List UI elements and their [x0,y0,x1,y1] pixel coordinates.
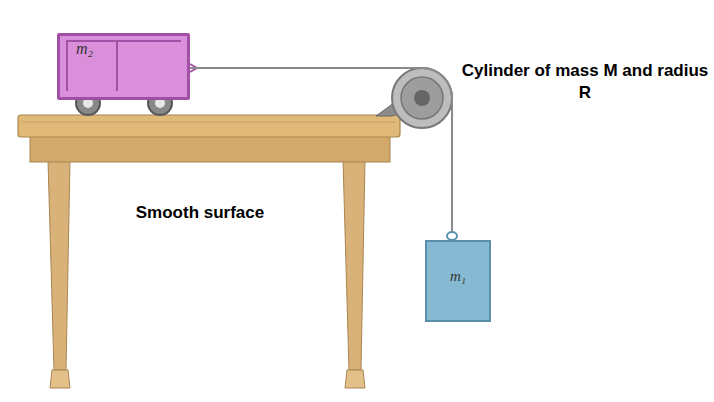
block-hook [447,232,457,240]
cart-divider [116,40,118,91]
mass-label: m₁ [427,268,489,285]
surface-label: Smooth surface [100,202,300,224]
cart-body: m₂ [57,33,190,100]
table-legs [48,160,365,388]
cylinder-label: Cylinder of mass M and radius R [458,60,712,104]
mass-label: m₂ [76,40,93,58]
cart-panel-edge [66,40,68,91]
hanging-block: m₁ [425,240,491,322]
table-top [18,115,400,162]
